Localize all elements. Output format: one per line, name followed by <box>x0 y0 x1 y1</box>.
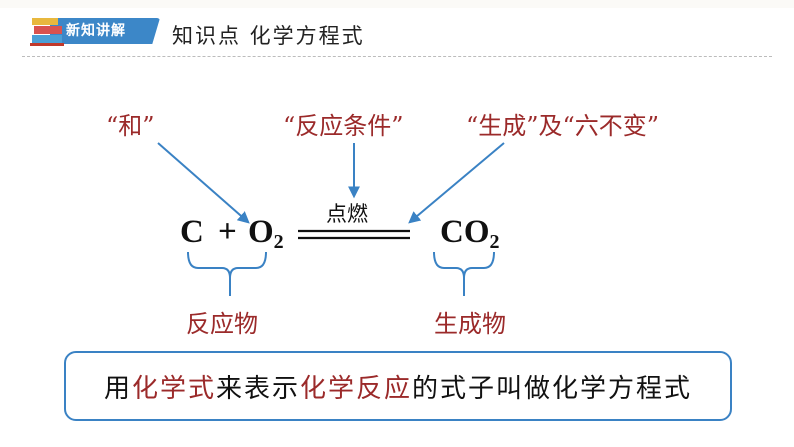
reactant-brace <box>187 251 267 279</box>
arrow-product <box>408 142 505 224</box>
product-subscript: 2 <box>489 231 500 253</box>
reactants-label: 反应物 <box>186 310 258 338</box>
definition-chemical-formula: 化学式 <box>131 373 216 404</box>
reactant-o-symbol: O <box>248 214 274 250</box>
definition-chemical-reaction: 化学反应 <box>300 373 413 404</box>
definition-part5: 的式子叫做化学方程式 <box>412 373 693 404</box>
page-subtitle: 知识点 化学方程式 <box>172 24 365 48</box>
reactant-o2: O2 <box>248 214 284 254</box>
plus-sign: + <box>218 214 237 250</box>
annotation-product: “生成”及“六不变” <box>466 112 660 140</box>
definition-part1: 用 <box>103 373 132 404</box>
annotation-he: “和” <box>106 112 155 140</box>
books-icon <box>30 18 64 46</box>
reactant-c: C <box>180 214 204 250</box>
annotation-condition: “反应条件” <box>283 112 404 140</box>
product-co2: CO2 <box>440 214 500 254</box>
section-badge <box>50 18 160 44</box>
reactant-o-subscript: 2 <box>273 231 284 253</box>
definition-box: 用化学式来表示化学反应的式子叫做化学方程式 <box>64 351 732 421</box>
badge-label: 新知讲解 <box>66 23 126 39</box>
top-band <box>0 0 794 8</box>
header-divider <box>22 56 772 57</box>
products-label: 生成物 <box>434 310 506 338</box>
reaction-condition: 点燃 <box>326 202 368 226</box>
product-symbol: CO <box>440 214 490 250</box>
arrow-he <box>157 142 250 224</box>
product-brace <box>433 251 495 279</box>
definition-part3: 来表示 <box>215 373 300 404</box>
